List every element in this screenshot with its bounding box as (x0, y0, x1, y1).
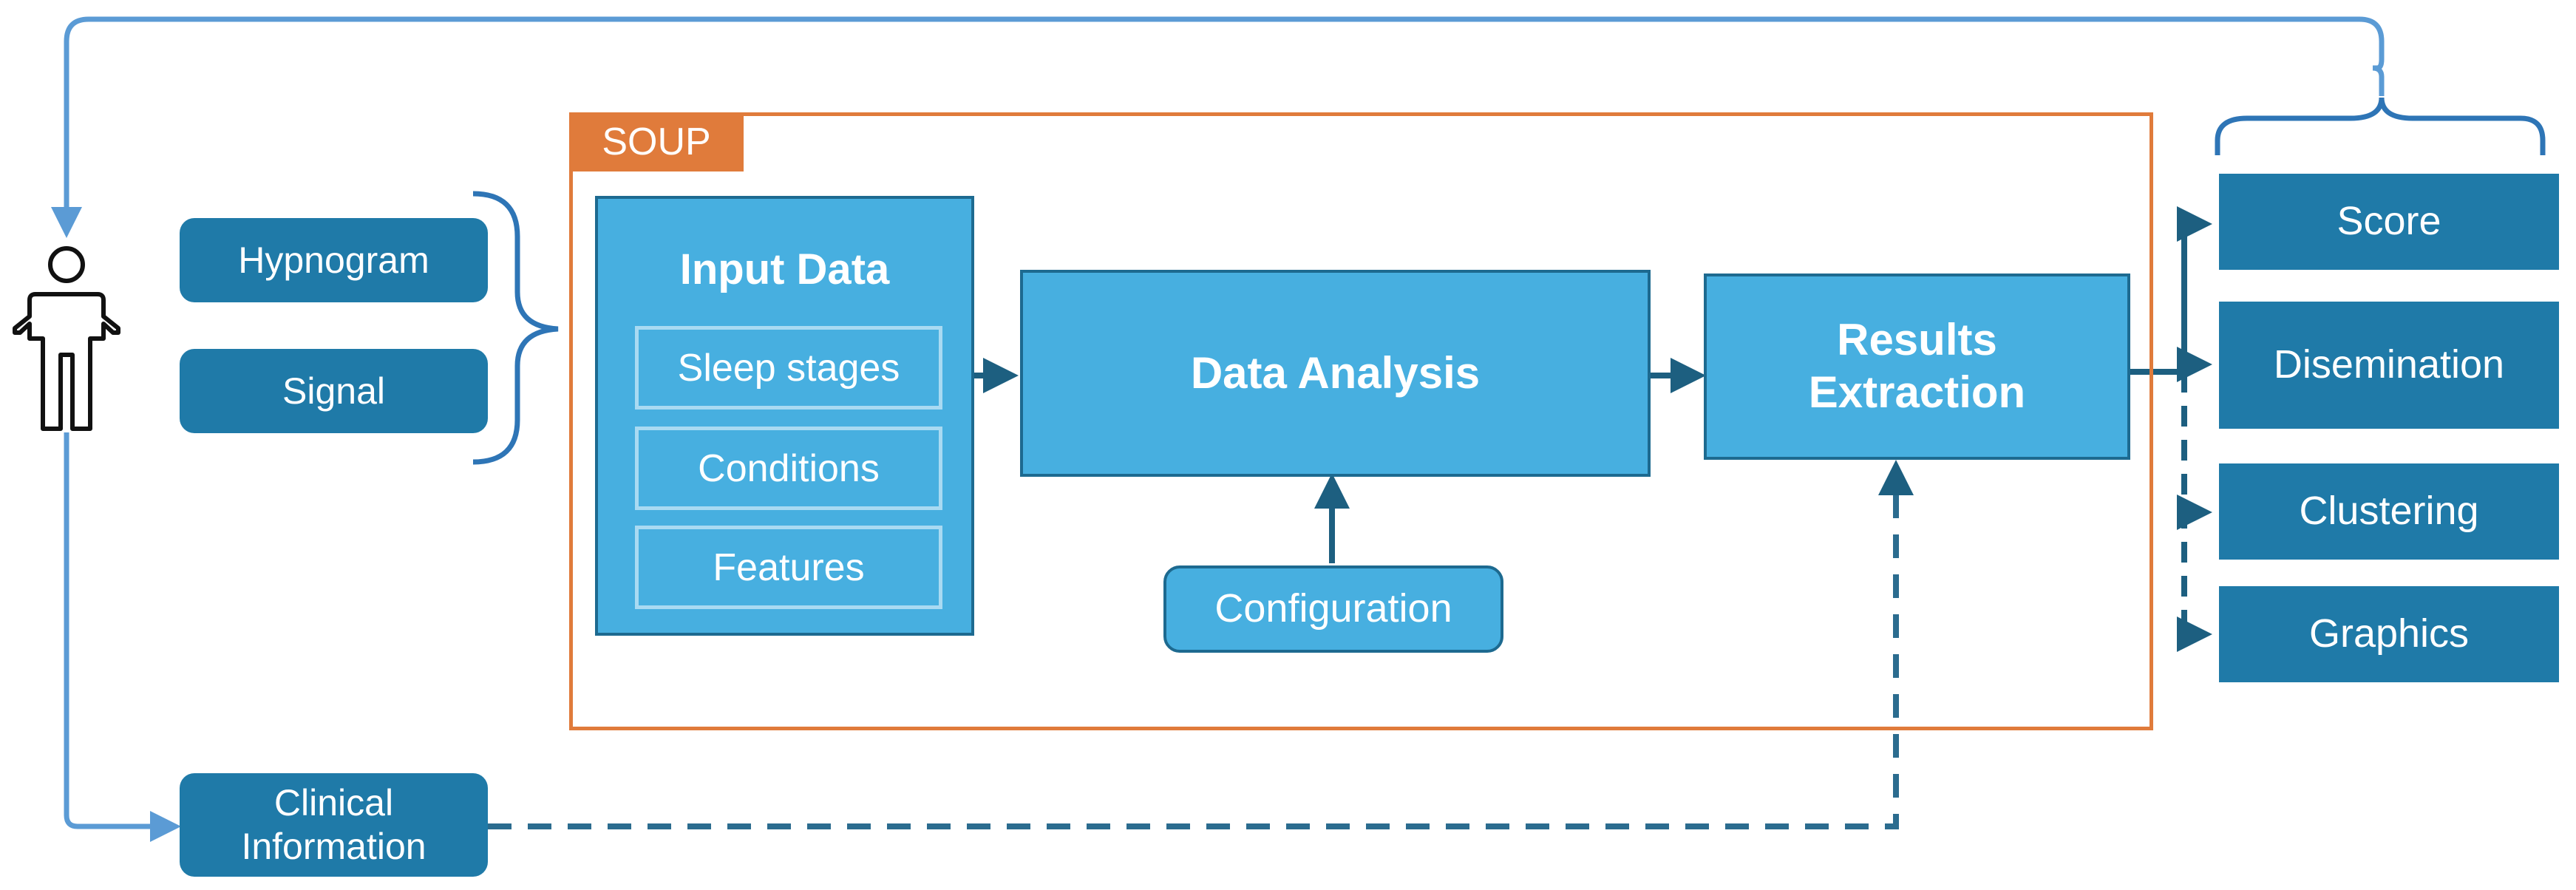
output-graphics: Graphics (2219, 586, 2559, 682)
outputs-brace (2215, 97, 2546, 155)
output-graphics-label: Graphics (2308, 611, 2470, 656)
data-analysis-box: Data Analysis (1020, 270, 1651, 477)
input-item-features: Features (635, 526, 942, 609)
configuration-box: Configuration (1163, 565, 1503, 653)
output-disemination: Disemination (2219, 302, 2559, 429)
output-score: Score (2219, 174, 2559, 270)
input-item-sleep-stages: Sleep stages (635, 326, 942, 410)
output-disemination-label: Disemination (2273, 342, 2505, 387)
results-extraction-label: Results Extraction (1808, 315, 2026, 417)
configuration-label: Configuration (1214, 586, 1452, 631)
results-extraction-box: Results Extraction (1704, 274, 2130, 460)
data-analysis-label: Data Analysis (1190, 347, 1481, 398)
feedback-line (51, 16, 2385, 238)
dashed-clinical-to-results (488, 460, 1914, 829)
input-data-title: Input Data (679, 245, 890, 293)
signal-label: Signal (282, 370, 385, 412)
clinical-information-label: Clinical Information (241, 782, 426, 867)
input-item-conditions: Conditions (635, 427, 942, 510)
output-clustering: Clustering (2219, 463, 2559, 560)
input-data-box: Input Data (595, 196, 974, 636)
output-clustering-label: Clustering (2299, 489, 2479, 534)
clinical-information-box: Clinical Information (180, 773, 488, 877)
inputs-brace (472, 191, 559, 465)
hypnogram-label: Hypnogram (238, 239, 429, 281)
soup-frame (569, 112, 2153, 730)
hypnogram-box: Hypnogram (180, 218, 488, 302)
person-icon (13, 246, 120, 431)
signal-box: Signal (180, 349, 488, 433)
output-score-label: Score (2337, 199, 2441, 244)
user-to-clinical-line (64, 432, 181, 842)
soup-label: SOUP (569, 112, 744, 171)
arrow-to-score (2177, 206, 2212, 372)
